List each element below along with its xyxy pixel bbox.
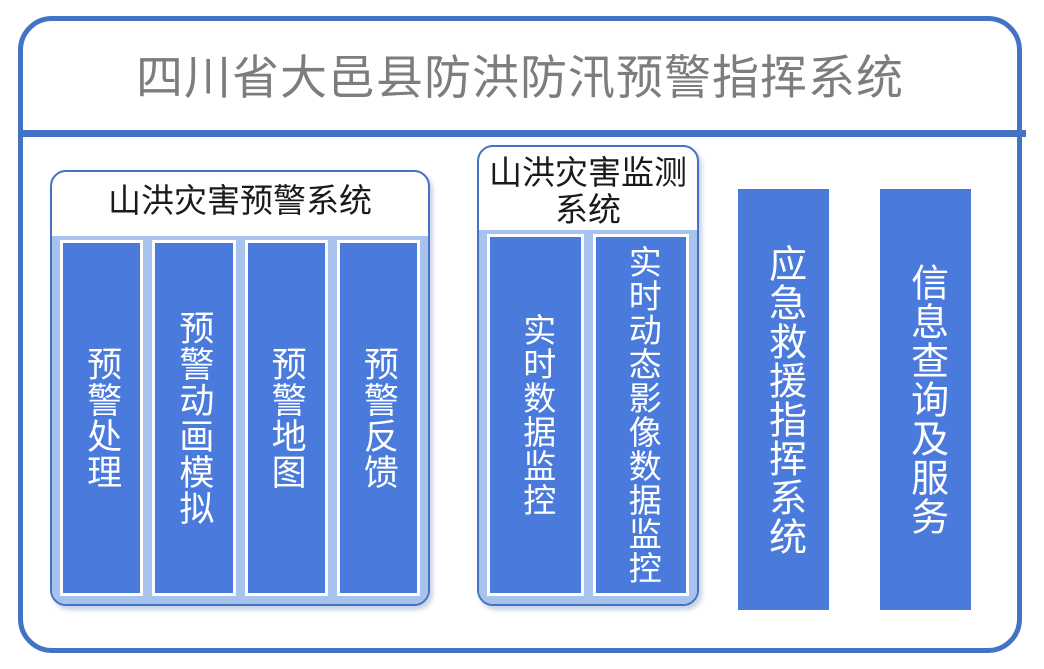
header-divider — [23, 130, 1026, 137]
module-realtime-dynamic-image-data-monitoring[interactable]: 实时动态影像数据监控 — [592, 234, 689, 596]
module-warning-processing[interactable]: 预警处理 — [60, 240, 144, 596]
module-warning-map[interactable]: 预警地图 — [244, 240, 328, 596]
page-title: 四川省大邑县防洪防汛预警指挥系统 — [136, 50, 904, 104]
panel-monitoring-system[interactable]: 山洪灾害监测系统 实时数据监控 实时动态影像数据监控 — [477, 145, 699, 606]
module-warning-feedback[interactable]: 预警反馈 — [336, 240, 420, 596]
module-warning-map-label: 预警地图 — [266, 346, 306, 490]
header: 四川省大邑县防洪防汛预警指挥系统 — [23, 21, 1017, 133]
module-info-query-service[interactable]: 信息查询及服务 — [880, 189, 971, 610]
panel-monitoring-system-title: 山洪灾害监测系统 — [489, 156, 687, 230]
module-realtime-dynamic-image-data-monitoring-label: 实时动态影像数据监控 — [623, 245, 660, 585]
panel-warning-system[interactable]: 山洪灾害预警系统 预警处理 预警动画模拟 预警地图 预警反馈 — [50, 170, 430, 606]
module-warning-animation-simulation-label: 预警动画模拟 — [174, 310, 214, 526]
module-emergency-command-system-label: 应急救援指挥系统 — [762, 243, 805, 556]
module-info-query-service-label: 信息查询及服务 — [904, 263, 947, 536]
module-emergency-command-system[interactable]: 应急救援指挥系统 — [738, 189, 829, 610]
panel-warning-system-body: 预警处理 预警动画模拟 预警地图 预警反馈 — [52, 236, 428, 604]
panel-warning-system-title: 山洪灾害预警系统 — [108, 184, 372, 220]
module-realtime-data-monitoring[interactable]: 实时数据监控 — [487, 234, 584, 596]
module-warning-animation-simulation[interactable]: 预警动画模拟 — [152, 240, 236, 596]
module-realtime-data-monitoring-label: 实时数据监控 — [517, 313, 554, 517]
panel-monitoring-system-body: 实时数据监控 实时动态影像数据监控 — [479, 230, 697, 604]
module-warning-feedback-label: 预警反馈 — [358, 346, 398, 490]
module-warning-processing-label: 预警处理 — [82, 346, 122, 490]
